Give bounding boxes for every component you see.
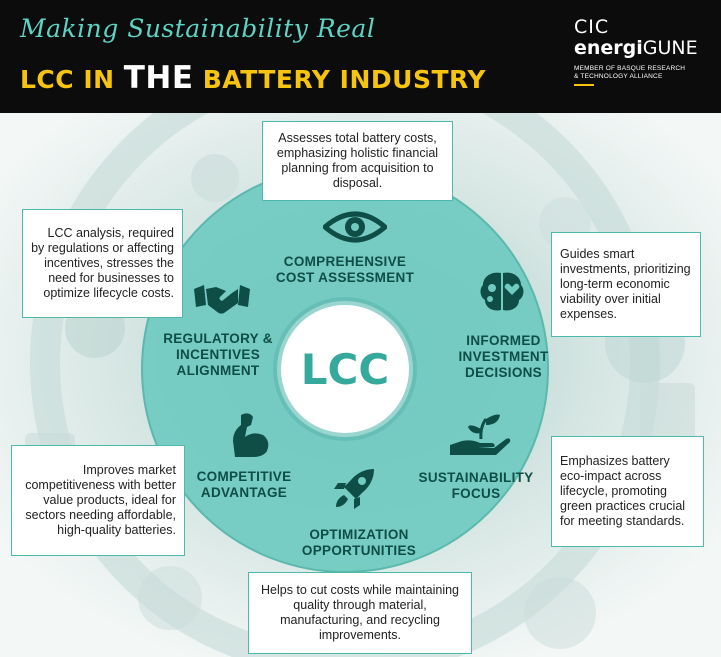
brain-icon [477,269,527,320]
rocket-icon [332,465,378,516]
logo-word-gune: GUNE [642,37,698,59]
description-regulatory: LCC analysis, required by regulations or… [22,209,183,318]
eye-icon [321,207,389,252]
segment-title-investment-line-3: DECISIONS [465,365,542,380]
title-part-2: THE [123,60,194,96]
logo-subtitle: MEMBER OF BASQUE RESEARCH& TECHNOLOGY AL… [574,65,698,81]
tagline: Making Sustainability Real [20,14,376,43]
segment-title-investment-line-1: INFORMED [466,333,541,348]
title-part-3: BATTERY INDUSTRY [193,65,486,94]
segment-title-optimization-line-2: OPPORTUNITIES [301,543,417,558]
segment-title-optimization-line-1: OPTIMIZATION [309,527,409,542]
description-optimization: Helps to cut costs while maintaining qua… [248,572,472,654]
logo-subtitle-line-2: & TECHNOLOGY ALLIANCE [574,73,663,80]
description-sustainability: Emphasizes battery eco-impact across lif… [551,436,704,547]
plant-hand-icon [448,411,512,462]
segment-title-regulatory-line-3: ALIGNMENT [176,363,260,378]
segment-title-competitive-line-2: ADVANTAGE [200,485,288,500]
logo-word-energi: energi [574,37,643,59]
description-cost: Assesses total battery costs, emphasizin… [262,121,453,201]
logo: CIC energiGUNE MEMBER OF BASQUE RESEARCH… [574,18,698,86]
header-banner: Making Sustainability Real LCC IN THE BA… [0,0,721,113]
dollar-coin-shape [191,154,239,202]
page-title: LCC IN THE BATTERY INDUSTRY [20,60,486,96]
segment-title-investment-line-2: INVESTMENT [458,349,549,364]
description-competitive: Improves market competitiveness with bet… [11,445,185,556]
center-lcc-label: LCC [281,305,409,433]
background-circle-bottom-left [138,566,202,630]
segment-title-cost-line-1: COMPREHENSIVE [283,254,407,269]
segment-title-cost-line-2: COST ASSESSMENT [275,270,415,285]
segment-title-competitive-line-1: COMPETITIVE [196,469,292,484]
background-circle-bottom-right [524,577,596,649]
logo-line-1: CIC [574,16,610,38]
logo-line-2: energiGUNE [574,37,698,59]
handshake-icon [192,279,252,324]
flexed-arm-icon [227,411,273,466]
description-investment: Guides smart investments, prioritizing l… [551,232,701,337]
segment-title-sustainability-line-2: FOCUS [451,486,501,501]
segment-title-regulatory-line-2: INCENTIVES [175,347,260,362]
segment-title-regulatory-line-1: REGULATORY & [163,331,273,346]
title-part-1: LCC IN [20,65,124,94]
logo-accent-bar [574,84,594,86]
segment-title-sustainability-line-1: SUSTAINABILITY [418,470,534,485]
logo-subtitle-line-1: MEMBER OF BASQUE RESEARCH [574,65,686,72]
